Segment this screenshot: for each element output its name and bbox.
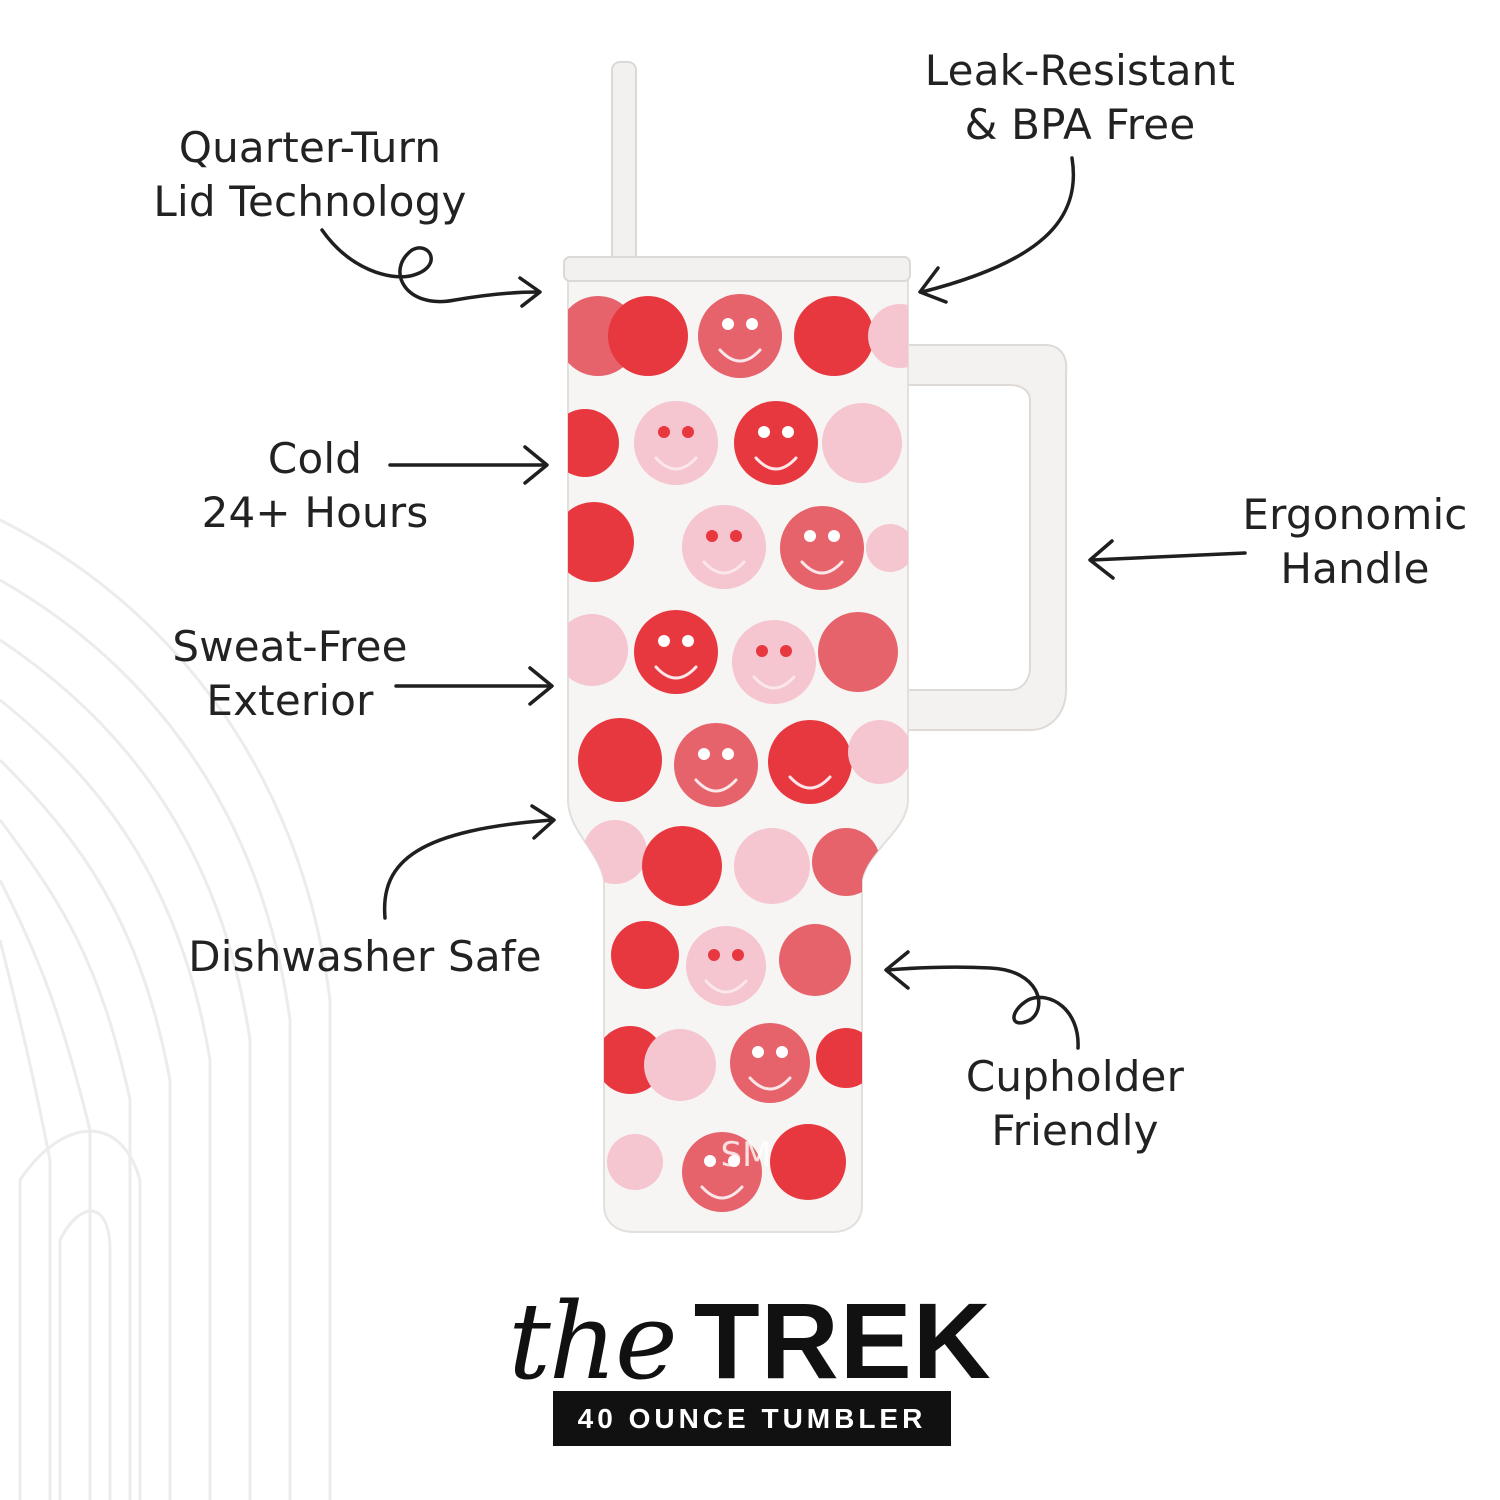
feature-sweat-free: Sweat-Free Exterior (172, 622, 408, 725)
feature-lid-technology: Quarter-Turn Lid Technology (153, 123, 467, 226)
arrow-leak (920, 156, 1076, 294)
lid (563, 256, 911, 282)
arrow-cupholder (886, 965, 1080, 1050)
brand-the: the (508, 1280, 678, 1403)
arrow-lid (320, 228, 540, 304)
brand-tagline: 40 OUNCE TUMBLER (553, 1391, 951, 1446)
arrow-handle (1090, 551, 1247, 562)
smiley-pattern (568, 294, 908, 1212)
feature-cold-hours: Cold 24+ Hours (201, 434, 429, 537)
feature-leak-resistant: Leak-Resistant & BPA Free (924, 46, 1236, 149)
logo-mark: SM (721, 1135, 772, 1175)
feature-cupholder-friendly: Cupholder Friendly (965, 1052, 1185, 1155)
feature-ergonomic-handle: Ergonomic Handle (1242, 490, 1468, 593)
feature-dishwasher-safe: Dishwasher Safe (188, 932, 542, 981)
arrow-dishwasher (382, 818, 554, 920)
brand-trek: TREK (693, 1280, 992, 1401)
